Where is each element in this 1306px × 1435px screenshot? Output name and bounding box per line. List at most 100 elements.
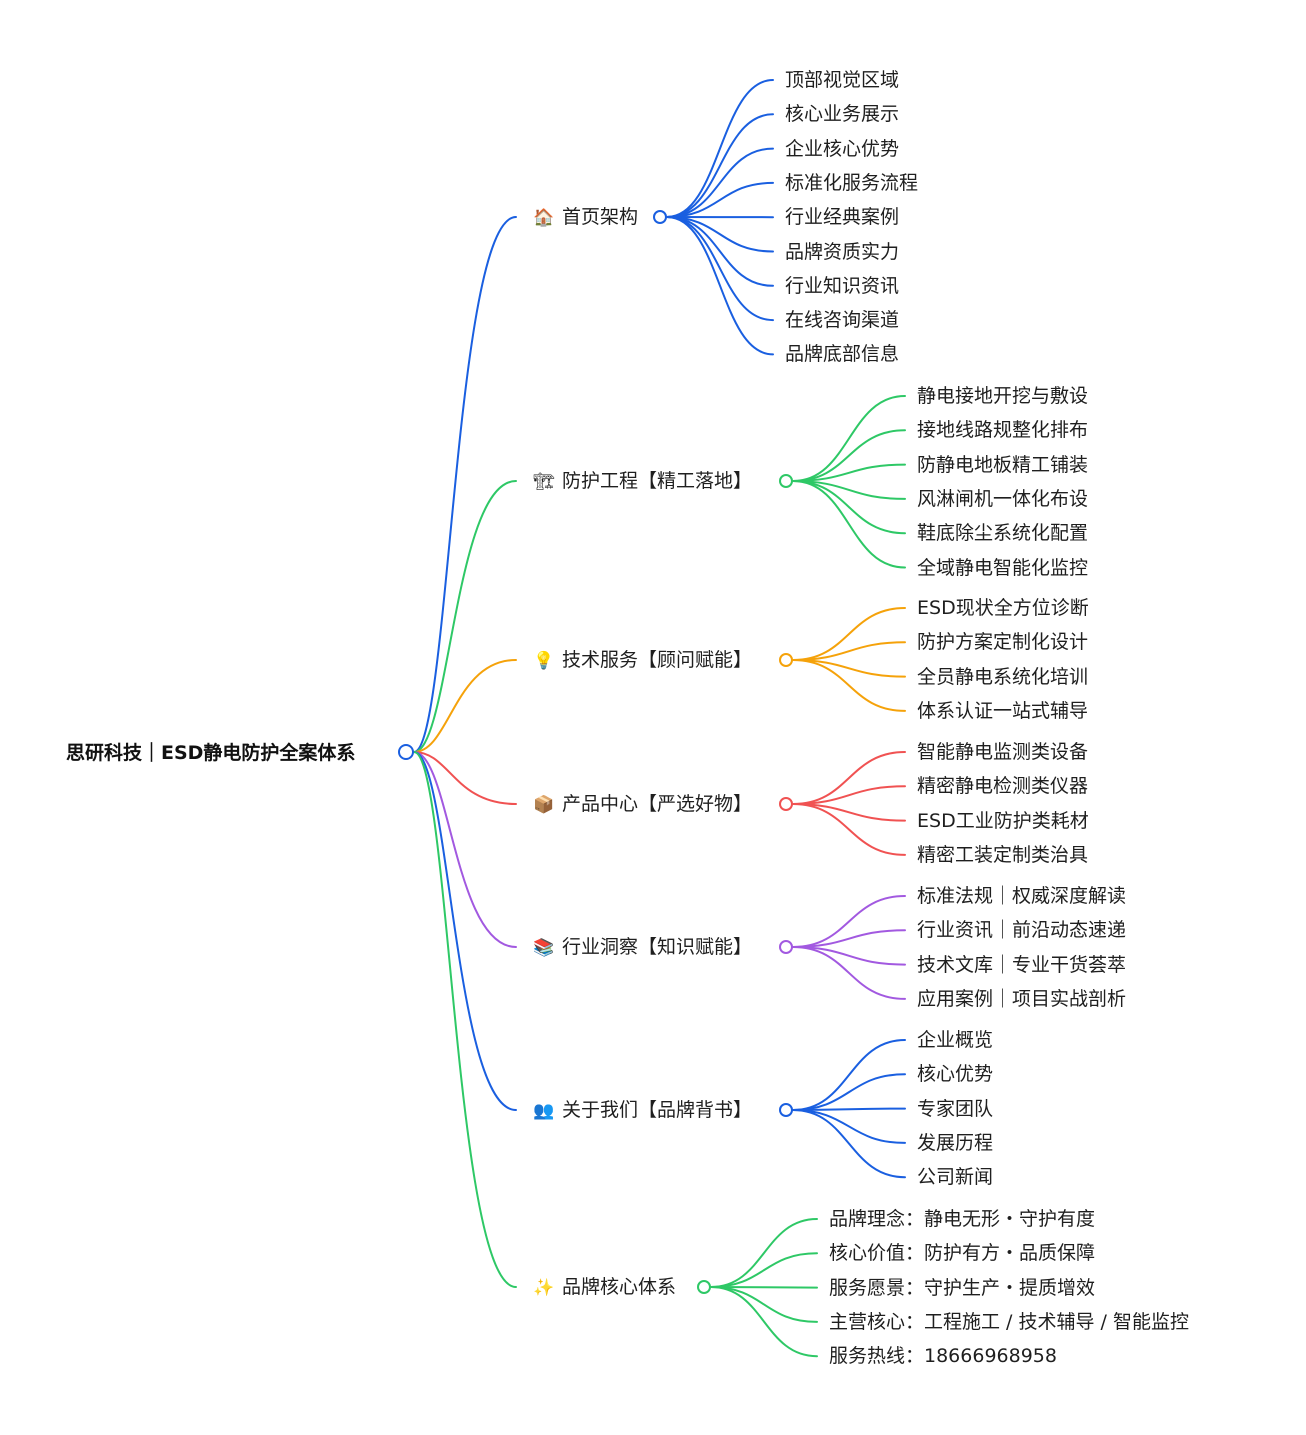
branch-node-2[interactable]: 💡 技术服务【顾问赋能】 [532,644,752,676]
branch-node-0[interactable]: 🏠首页架构 [532,201,638,233]
connector-branch-1-to-leaf-0 [792,395,906,482]
connector-branch-1-to-leaf-3 [792,480,906,500]
connector-branch-1-to-leaf-5 [792,480,906,569]
connector-branch-4-to-leaf-2 [792,946,906,966]
leaf-node[interactable]: 技术文库｜专业干货荟萃 [917,953,1127,976]
connector-root-to-branch-3 [413,751,517,805]
leaf-node[interactable]: 防静电地板精工铺装 [917,453,1089,476]
branch-node-label: 防护工程【精工落地】 [562,470,753,492]
connector-branch-4-to-leaf-0 [792,895,906,948]
connector-root-to-branch-1 [413,480,517,753]
connector-branch-6-to-leaf-2 [710,1286,818,1289]
connector-branch-2-to-leaf-3 [792,659,906,712]
connector-branch-0-to-leaf-6 [666,216,774,287]
leaf-node[interactable]: 服务热线：18666968958 [829,1345,1057,1368]
connector-root-to-branch-4 [413,751,517,948]
leaf-node[interactable]: 核心价值：防护有方・品质保障 [829,1242,1096,1265]
connector-branch-0-to-leaf-0 [666,79,774,218]
leaf-node[interactable]: ESD现状全方位诊断 [917,597,1089,619]
connector-branch-4-to-leaf-1 [792,929,906,948]
leaf-node[interactable]: ESD工业防护类耗材 [917,809,1089,832]
branch-1-collapse-toggle[interactable] [779,474,793,488]
connector-branch-0-to-leaf-1 [666,113,774,218]
leaf-node[interactable]: 专家团队 [917,1097,994,1120]
leaf-node[interactable]: 静电接地开挖与敷设 [917,385,1089,407]
leaf-node[interactable]: 鞋底除尘系统化配置 [917,522,1089,545]
branch-4-collapse-toggle[interactable] [779,940,793,954]
connector-branch-2-to-leaf-0 [792,607,906,661]
branch-node-label: 品牌核心体系 [562,1276,677,1298]
leaf-node[interactable]: 企业核心优势 [785,137,900,160]
branch-5-collapse-toggle[interactable] [779,1103,793,1117]
connector-branch-5-to-leaf-2 [792,1107,906,1111]
connector-branch-5-to-leaf-3 [792,1109,906,1144]
connector-branch-1-to-leaf-1 [792,429,906,482]
leaf-node[interactable]: 在线咨询渠道 [785,309,900,332]
leaf-node[interactable]: 全员静电系统化培训 [917,665,1089,688]
leaf-node[interactable]: 防护方案定制化设计 [917,631,1089,654]
connector-branch-0-to-leaf-2 [666,147,774,218]
branch-node-4[interactable]: 📚行业洞察【知识赋能】 [532,931,752,963]
connector-branch-6-to-leaf-0 [710,1218,818,1288]
leaf-node[interactable]: 行业经典案例 [785,206,900,229]
leaf-node[interactable]: 全域静电智能化监控 [917,556,1089,579]
lightbulb-icon: 💡 [533,651,555,671]
leaf-node[interactable]: 核心优势 [917,1063,994,1086]
leaf-node[interactable]: 品牌资质实力 [785,240,900,263]
leaf-node[interactable]: 风淋闸机一体化布设 [917,487,1089,510]
connector-branch-2-to-leaf-1 [792,641,906,661]
branch-node-6[interactable]: ✨品牌核心体系 [532,1271,676,1303]
branch-0-collapse-toggle[interactable] [653,210,667,224]
connector-root-to-branch-0 [413,216,517,753]
leaf-node[interactable]: 体系认证一站式辅导 [917,699,1089,722]
construction-icon: 🏗 [533,472,555,492]
leaf-node[interactable]: 应用案例｜项目实战剖析 [917,987,1127,1010]
connector-branch-0-to-leaf-3 [666,181,774,218]
branch-3-collapse-toggle[interactable] [779,797,793,811]
leaf-node[interactable]: 品牌理念：静电无形・守护有度 [829,1208,1096,1230]
leaf-node[interactable]: 智能静电监测类设备 [917,741,1089,763]
connector-branch-1-to-leaf-2 [792,463,906,482]
branch-6-collapse-toggle[interactable] [697,1280,711,1294]
root-node-title[interactable]: 思研科技｜ESD静电防护全案体系 [66,742,356,764]
connector-branch-0-to-leaf-8 [666,216,774,356]
connector-branch-2-to-leaf-2 [792,659,906,678]
branch-node-3[interactable]: 📦产品中心【严选好物】 [532,788,752,820]
books-icon: 📚 [533,938,555,958]
branch-node-label: 关于我们【品牌背书】 [562,1099,753,1121]
branch-2-collapse-toggle[interactable] [779,653,793,667]
leaf-node[interactable]: 公司新闻 [917,1166,994,1189]
package-icon: 📦 [533,795,555,815]
leaf-node[interactable]: 接地线路规整化排布 [917,419,1089,442]
leaf-node[interactable]: 精密静电检测类仪器 [917,775,1089,798]
leaf-node[interactable]: 精密工装定制类治具 [917,843,1089,866]
connector-branch-6-to-leaf-3 [710,1286,818,1323]
connector-root-to-branch-2 [413,659,517,753]
connector-branch-0-to-leaf-7 [666,216,774,322]
branch-node-5[interactable]: 👥关于我们【品牌背书】 [532,1094,752,1126]
leaf-node[interactable]: 企业概览 [917,1029,994,1051]
connector-branch-3-to-leaf-2 [792,803,906,822]
connector-branch-5-to-leaf-0 [792,1039,906,1111]
branch-node-label: 技术服务【顾问赋能】 [562,649,753,671]
leaf-node[interactable]: 顶部视觉区域 [785,69,900,91]
leaf-node[interactable]: 行业资讯｜前沿动态速递 [917,919,1127,942]
leaf-node[interactable]: 品牌底部信息 [785,343,900,366]
leaf-node[interactable]: 行业知识资讯 [785,274,900,297]
connector-branch-5-to-leaf-1 [792,1073,906,1111]
leaf-node[interactable]: 服务愿景：守护生产・提质增效 [829,1276,1096,1299]
connector-root-to-branch-6 [413,751,517,1288]
branch-node-1[interactable]: 🏗 防护工程【精工落地】 [532,465,752,497]
leaf-node[interactable]: 标准法规｜权威深度解读 [917,885,1127,907]
connector-root-to-branch-5 [413,751,517,1111]
leaf-node[interactable]: 发展历程 [917,1131,994,1154]
connector-branch-5-to-leaf-4 [792,1109,906,1179]
connector-branch-3-to-leaf-3 [792,803,906,856]
leaf-node[interactable]: 主营核心：工程施工 / 技术辅导 / 智能监控 [829,1310,1189,1333]
connector-branch-6-to-leaf-1 [710,1252,818,1288]
leaf-node[interactable]: 核心业务展示 [785,103,900,126]
root-node-collapse-toggle[interactable] [398,744,414,760]
leaf-node[interactable]: 标准化服务流程 [785,171,919,194]
